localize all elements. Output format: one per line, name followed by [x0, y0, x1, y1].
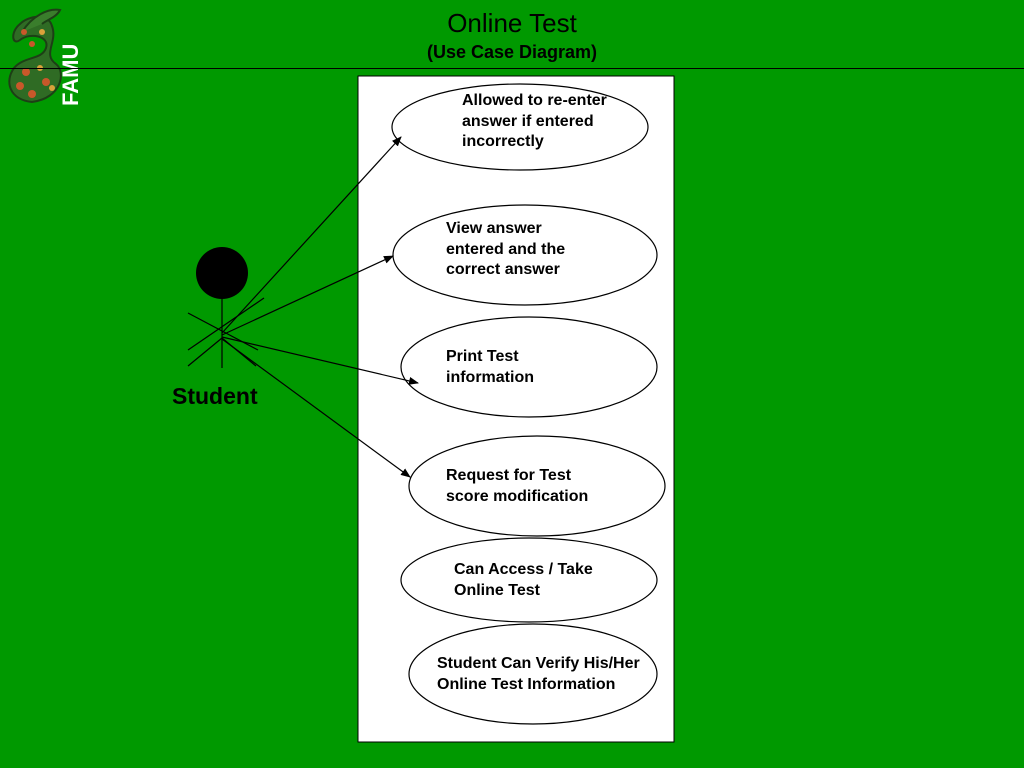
use-case-ellipse-verify-info [408, 623, 658, 725]
use-case-label: Student Can Verify His/Her Online Test I… [437, 655, 640, 693]
use-case-label: Allowed to re-enter answer if entered in… [462, 92, 607, 150]
association-arrow-score-modification [221, 338, 411, 478]
association-arrow-print-info [221, 336, 419, 385]
association-arrow-reenter-answer [221, 136, 402, 334]
use-case-label: Print Test information [446, 348, 534, 386]
page-subtitle: (Use Case Diagram) [426, 42, 598, 62]
use-case-ellipse-take-test [400, 537, 658, 623]
use-case-label: Request for Test score modification [446, 467, 589, 505]
header-divider [0, 68, 1024, 69]
logo-text: FAMU [58, 44, 82, 106]
snake-logo-icon [8, 8, 62, 104]
use-case-ellipse-view-answer [392, 204, 658, 306]
use-case-ellipse-reenter-answer [391, 83, 649, 171]
use-case-ellipse-score-modification [408, 435, 666, 537]
use-case-label: Can Access / Take Online Test [454, 561, 593, 599]
famu-logo: FAMU [8, 8, 82, 106]
association-arrow-view-answer [221, 255, 394, 336]
use-case-label: View answer entered and the correct answ… [446, 220, 566, 278]
stick-figure-icon [187, 247, 265, 368]
page-title: Online Test [447, 8, 577, 38]
use-case-ellipse-print-info [400, 316, 658, 418]
actor-label: Student [172, 383, 258, 409]
